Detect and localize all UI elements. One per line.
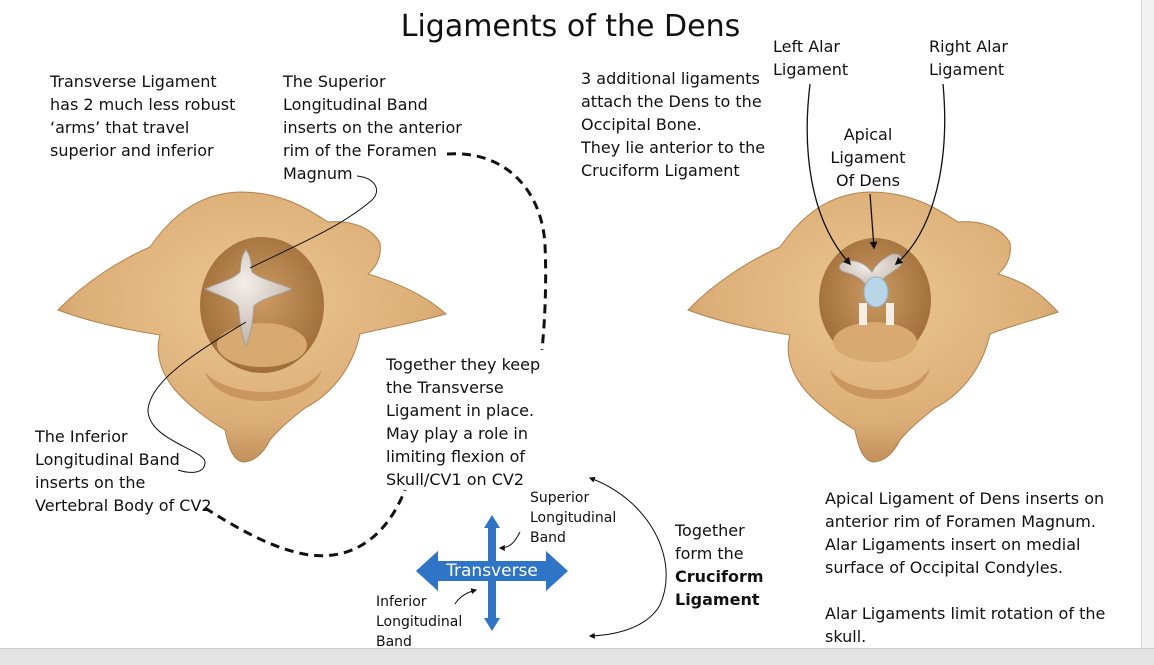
cruciform-ligament-label: Cruciform Ligament bbox=[675, 567, 764, 609]
vertical-scrollbar[interactable] bbox=[1141, 0, 1154, 664]
inferior-band-label: Inferior Longitudinal Band bbox=[376, 594, 463, 648]
insertion-note: Apical Ligament of Dens inserts on anter… bbox=[825, 489, 1106, 646]
dens bbox=[863, 276, 889, 308]
superior-band-note: The Superior Longitudinal Band inserts o… bbox=[283, 72, 462, 183]
additional-ligaments-note: 3 additional ligaments attach the Dens t… bbox=[581, 69, 766, 180]
apical-label: Apical Ligament Of Dens bbox=[830, 125, 906, 190]
together-form-text: Together form the bbox=[675, 521, 745, 563]
transverse-ligament-cross bbox=[203, 249, 294, 348]
right-vertebra bbox=[687, 191, 1059, 463]
cruciform-cross-icon bbox=[416, 515, 568, 631]
cruciform-curved-arrow bbox=[588, 476, 667, 639]
transverse-label: Transverse bbox=[446, 561, 538, 581]
alar-ligaments bbox=[839, 253, 903, 290]
inferior-band-leader bbox=[147, 321, 247, 473]
lower-dashed-bracket bbox=[204, 489, 407, 558]
illustration bbox=[57, 83, 1059, 639]
slide: Ligaments of the Dens Transverse Ligamen… bbox=[0, 0, 1141, 648]
superior-band-label: Superior Longitudinal Band bbox=[530, 490, 617, 546]
left-alar-leader bbox=[806, 83, 852, 266]
left-vertebra bbox=[57, 175, 448, 473]
upper-dashed-bracket bbox=[446, 152, 548, 351]
page-title: Ligaments of the Dens bbox=[400, 9, 741, 44]
superior-band-pointer bbox=[498, 531, 521, 551]
left-alar-label: Left Alar Ligament bbox=[773, 37, 849, 79]
left-anterior-arch bbox=[205, 370, 322, 402]
transverse-note: Transverse Ligament has 2 much less robu… bbox=[50, 72, 236, 160]
inferior-band-pointer bbox=[454, 588, 478, 605]
apical-leader bbox=[869, 193, 878, 250]
bottom-bar bbox=[0, 648, 1154, 665]
right-alar-leader bbox=[894, 83, 946, 266]
inferior-band-note: The Inferior Longitudinal Band inserts o… bbox=[35, 427, 212, 515]
superior-band-leader bbox=[249, 175, 377, 269]
right-alar-label: Right Alar Ligament bbox=[929, 37, 1008, 79]
together-note: Together they keep the Transverse Ligame… bbox=[386, 355, 541, 489]
